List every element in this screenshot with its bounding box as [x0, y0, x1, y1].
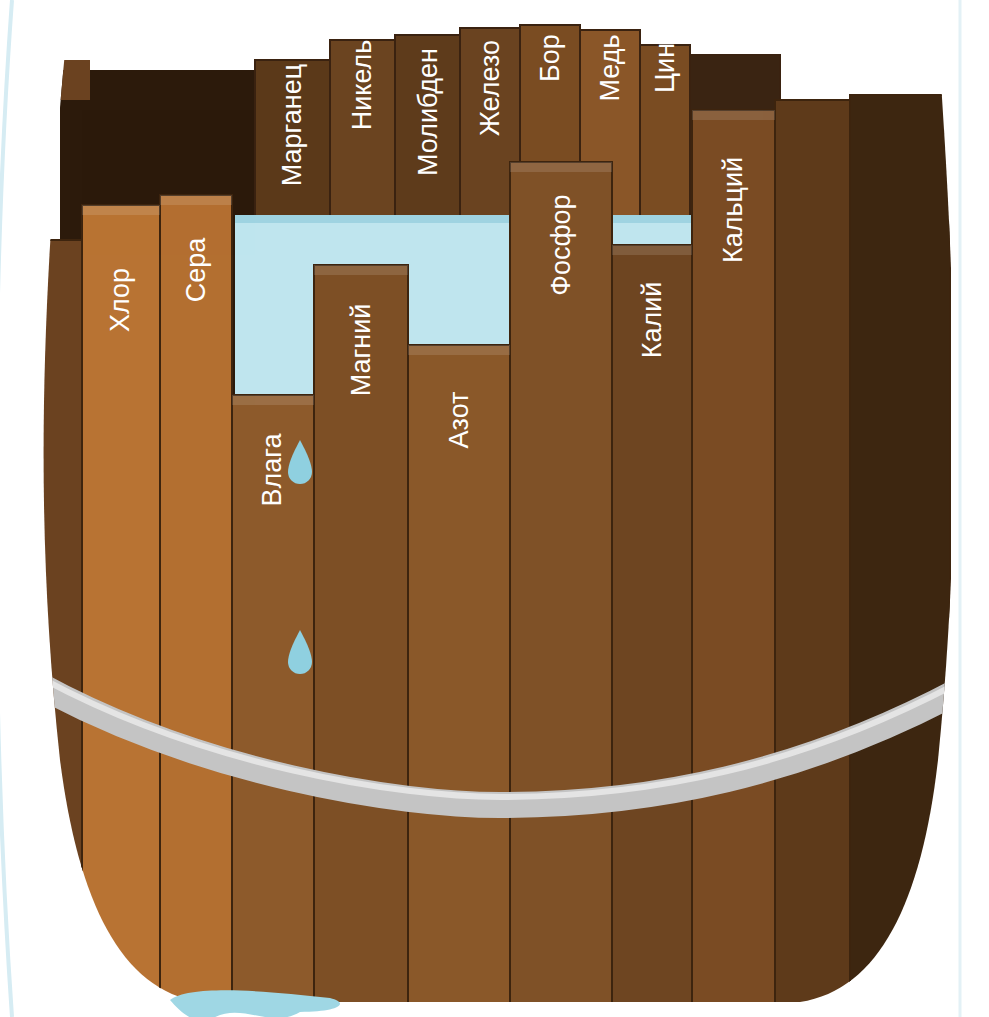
stave-label: Влага: [259, 433, 286, 506]
water-edge: [235, 215, 705, 223]
front-staves: [30, 95, 950, 1017]
stave-label: Никель: [349, 40, 376, 131]
water-drop: [288, 630, 312, 674]
stave-label: Хлор: [107, 268, 134, 332]
stave-label: Медь: [597, 34, 624, 101]
stave-label: Марганец: [279, 64, 306, 187]
stave-label: Кальций: [720, 157, 747, 263]
stave-label: Калий: [639, 282, 666, 359]
stave-label: Сера: [183, 238, 210, 303]
stave-label: Фосфор: [548, 194, 575, 295]
stave-label: Бор: [537, 34, 564, 82]
stave-label: Цинк: [652, 31, 679, 93]
stave-label: Молибден: [415, 48, 442, 176]
barrel-body: [30, 25, 960, 1017]
hoop-highlight: [30, 672, 960, 797]
stave-label: Магний: [348, 304, 375, 397]
stave-label: Железо: [477, 40, 504, 136]
frame-line: [959, 0, 962, 1017]
frame-arc: [0, 0, 12, 1017]
broken-rim: [60, 60, 90, 100]
water-drop: [288, 440, 312, 484]
stave-label: Азот: [446, 392, 473, 449]
water-puddle: [170, 990, 340, 1017]
